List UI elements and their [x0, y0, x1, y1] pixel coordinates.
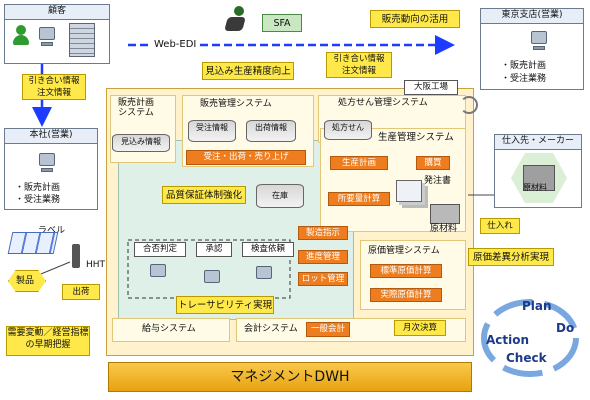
management-dwh-bar: マネジメントDWH [108, 362, 472, 392]
tokyo-branch-box: 東京支店(営業) ・販売計画 ・受注業務 [480, 8, 584, 90]
computer-icon [39, 27, 55, 40]
computer-icon [39, 153, 55, 166]
inspect-request-box: 検査依頼 [242, 242, 294, 257]
head-office-item-1: ・受注業務 [15, 195, 61, 205]
shipping-info-db: 出荷情報 [246, 120, 296, 142]
sales-trend-callout: 販売動向の活用 [370, 10, 460, 28]
tokyo-item-0: ・販売計画 [501, 61, 547, 71]
order-doc-icon [396, 180, 422, 202]
pass-fail-box: 合否判定 [134, 242, 186, 257]
standard-cost-box: 標準原価計算 [370, 264, 442, 278]
person-icon [13, 25, 29, 45]
osaka-factory-label: 大阪工場 [404, 80, 458, 95]
approve-box: 承認 [196, 242, 232, 257]
payroll-system-box [112, 318, 230, 342]
product-hexagon [8, 270, 46, 292]
inventory-db: 在庫 [256, 184, 304, 208]
hht-label: HHT [86, 260, 106, 270]
product-hht-link [35, 261, 71, 277]
supplier-material-label: 原材料 [523, 183, 547, 192]
keyboard-icon [41, 42, 53, 46]
accounting-title: 会計システム [244, 324, 298, 334]
tokyo-branch-title: 東京支店(営業) [481, 9, 583, 24]
tokyo-item-1: ・受注業務 [501, 74, 547, 84]
customer-title: 顧客 [5, 5, 109, 20]
pdca-plan: Plan [522, 299, 552, 313]
label-sheets-icon [7, 232, 59, 254]
quality-callout: 品質保証体制強化 [162, 186, 246, 204]
demand-callout: 需要変動／経営指標 の早期把握 [6, 326, 90, 356]
cost-system-title: 原価管理システム [368, 246, 440, 256]
order-info-db: 受注情報 [188, 120, 236, 142]
sales-plan-title: 販売計画 システム [118, 98, 155, 119]
building-icon [69, 23, 95, 57]
computer-icon [531, 31, 547, 44]
prescription-db: 処方せん [324, 120, 372, 140]
head-office-box: 本社(営業) ・販売計画 ・受注業務 [4, 128, 98, 210]
label-text: ラベル [38, 226, 66, 236]
customer-box: 顧客 [4, 4, 110, 64]
sales-mgmt-title: 販売管理システム [200, 99, 272, 109]
product-label: 製品 [16, 276, 35, 286]
cost-variance-callout: 原価差異分析実現 [468, 248, 554, 266]
monthly-closing-label: 月次決算 [394, 320, 446, 336]
supplier-box: 仕入先・メーカー 原材料 [494, 134, 582, 208]
lot-mgmt-box: ロット管理 [298, 272, 348, 286]
actual-cost-box: 実際原価計算 [370, 288, 442, 302]
progress-mgmt-box: 進度管理 [298, 250, 348, 264]
workflow-dash [127, 239, 291, 299]
pdca-check: Check [506, 351, 547, 365]
computer-icon [256, 266, 272, 279]
payroll-label: 給与システム [142, 324, 196, 334]
production-title: 生産管理システム [378, 132, 454, 143]
pdca-cycle [481, 299, 579, 377]
keyboard-icon [41, 168, 53, 172]
supplier-title: 仕入先・メーカー [495, 135, 581, 150]
head-office-item-0: ・販売計画 [15, 183, 61, 193]
prescription-title: 処方せん管理システム [338, 98, 428, 108]
computer-icon [204, 270, 220, 283]
inquiry-box-right: 引き合い情報 注文情報 [326, 52, 392, 78]
supplier-material-icon [523, 165, 555, 191]
purchase-in-label: 仕入れ [480, 218, 520, 234]
requirement-calc-box: 所要量計算 [328, 192, 390, 206]
production-plan-box: 生産計画 [330, 156, 388, 170]
edi-label: Web-EDI [152, 39, 199, 51]
traceability-callout: トレーサビリティ実現 [176, 296, 274, 314]
computer-icon [150, 264, 166, 277]
general-accounting-box: 一般会計 [306, 322, 350, 337]
forecast-db: 見込み情報 [112, 134, 170, 152]
sfa-box: SFA [262, 14, 302, 32]
management-dwh-label: マネジメントDWH [230, 369, 350, 385]
order-ship-sales-bar: 受注・出荷・売り上げ [186, 150, 306, 165]
shipping-label: 出荷 [62, 284, 100, 300]
customer-inquiry-box: 引き合い情報 注文情報 [22, 74, 86, 100]
satellite-dish-icon [460, 96, 478, 114]
order-doc-label: 発注書 [424, 176, 452, 186]
pdca-do: Do [556, 321, 575, 335]
hht-device-icon [72, 244, 80, 268]
manufacturing-instruction-box: 製造指示 [298, 226, 348, 240]
running-person-icon [224, 6, 252, 36]
head-office-title: 本社(営業) [5, 129, 97, 144]
keyboard-icon [533, 46, 545, 50]
material-box-icon [430, 204, 460, 224]
pdca-action: Action [486, 333, 530, 347]
material-label: 原材料 [430, 224, 458, 234]
purchase-box: 購買 [416, 156, 450, 170]
forecast-callout: 見込み生産精度向上 [202, 62, 294, 80]
